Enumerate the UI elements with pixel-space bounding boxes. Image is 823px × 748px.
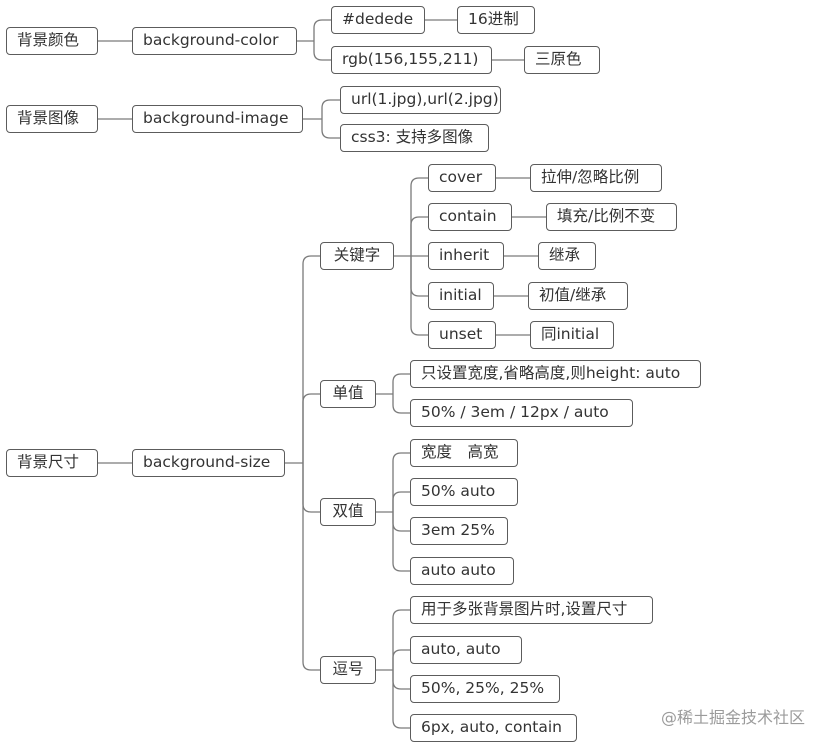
node-url-list[interactable]: url(1.jpg),url(2.jpg) bbox=[340, 86, 501, 114]
node-css3-multi[interactable]: css3: 支持多图像 bbox=[340, 124, 489, 152]
connector-n32-n34 bbox=[392, 649, 410, 670]
connector-n12-n24 bbox=[302, 393, 320, 463]
connector-n32-n36 bbox=[392, 670, 410, 729]
node-comma[interactable]: 逗号 bbox=[320, 656, 376, 684]
node-background-color[interactable]: background-color bbox=[132, 27, 297, 55]
node-background-image[interactable]: background-image bbox=[132, 105, 303, 133]
watermark-text: @稀土掘金技术社区 bbox=[660, 708, 805, 727]
connector-n12-n32 bbox=[302, 463, 320, 671]
node-double-value[interactable]: 双值 bbox=[320, 498, 376, 526]
connector-n12-n13 bbox=[302, 255, 320, 463]
node-single-value[interactable]: 单值 bbox=[320, 380, 376, 408]
node-cover-desc[interactable]: 拉伸/忽略比例 bbox=[530, 164, 662, 192]
node-bg-image-cn[interactable]: 背景图像 bbox=[6, 105, 98, 133]
node-single-examples[interactable]: 50% / 3em / 12px / auto bbox=[410, 399, 633, 427]
connector-n27-n28 bbox=[392, 452, 410, 512]
connector-n13-n14 bbox=[410, 177, 428, 256]
connector-n27-n30 bbox=[392, 512, 410, 532]
node-rgb-desc[interactable]: 三原色 bbox=[524, 46, 600, 74]
node-unset-desc[interactable]: 同initial bbox=[530, 321, 614, 349]
connector-n13-n22 bbox=[410, 256, 428, 336]
connector-n12-n27 bbox=[302, 463, 320, 513]
node-comma-ex1[interactable]: auto, auto bbox=[410, 636, 522, 664]
node-comma-desc[interactable]: 用于多张背景图片时,设置尺寸 bbox=[410, 596, 653, 624]
node-double-ex1[interactable]: 50% auto bbox=[410, 478, 518, 506]
node-double-ex3[interactable]: auto auto bbox=[410, 557, 514, 585]
node-single-desc[interactable]: 只设置宽度,省略高度,则height: auto bbox=[410, 360, 701, 388]
connector-n27-n31 bbox=[392, 512, 410, 572]
node-initial-desc[interactable]: 初值/继承 bbox=[528, 282, 628, 310]
node-unset[interactable]: unset bbox=[428, 321, 496, 349]
node-bg-color-cn[interactable]: 背景颜色 bbox=[6, 27, 98, 55]
node-inherit[interactable]: inherit bbox=[428, 242, 504, 270]
node-hex-desc[interactable]: 16进制 bbox=[457, 6, 535, 34]
node-hex-value[interactable]: #dedede bbox=[331, 6, 425, 34]
connector-n13-n20 bbox=[410, 256, 428, 297]
connector-n8-n10 bbox=[321, 119, 340, 139]
node-rgb-value[interactable]: rgb(156,155,211) bbox=[331, 46, 492, 74]
node-double-desc[interactable]: 宽度 高宽 bbox=[410, 439, 518, 467]
node-double-ex2[interactable]: 3em 25% bbox=[410, 517, 508, 545]
connector-n24-n26 bbox=[392, 394, 410, 414]
connector-n13-n16 bbox=[410, 216, 428, 256]
connector-n8-n9 bbox=[321, 99, 340, 119]
connector-n27-n29 bbox=[392, 491, 410, 512]
node-initial[interactable]: initial bbox=[428, 282, 494, 310]
connector-n2-n5 bbox=[313, 41, 331, 61]
node-inherit-desc[interactable]: 继承 bbox=[538, 242, 596, 270]
node-bg-size-cn[interactable]: 背景尺寸 bbox=[6, 449, 98, 477]
node-contain[interactable]: contain bbox=[428, 203, 512, 231]
node-comma-ex2[interactable]: 50%, 25%, 25% bbox=[410, 675, 560, 703]
connector-n24-n25 bbox=[392, 373, 410, 394]
connector-n32-n35 bbox=[392, 670, 410, 690]
node-cover[interactable]: cover bbox=[428, 164, 496, 192]
connector-n32-n33 bbox=[392, 609, 410, 670]
connector-n2-n3 bbox=[313, 19, 331, 41]
node-keyword[interactable]: 关键字 bbox=[320, 242, 394, 270]
node-background-size[interactable]: background-size bbox=[132, 449, 285, 477]
node-comma-ex3[interactable]: 6px, auto, contain bbox=[410, 714, 577, 742]
node-contain-desc[interactable]: 填充/比例不变 bbox=[546, 203, 677, 231]
